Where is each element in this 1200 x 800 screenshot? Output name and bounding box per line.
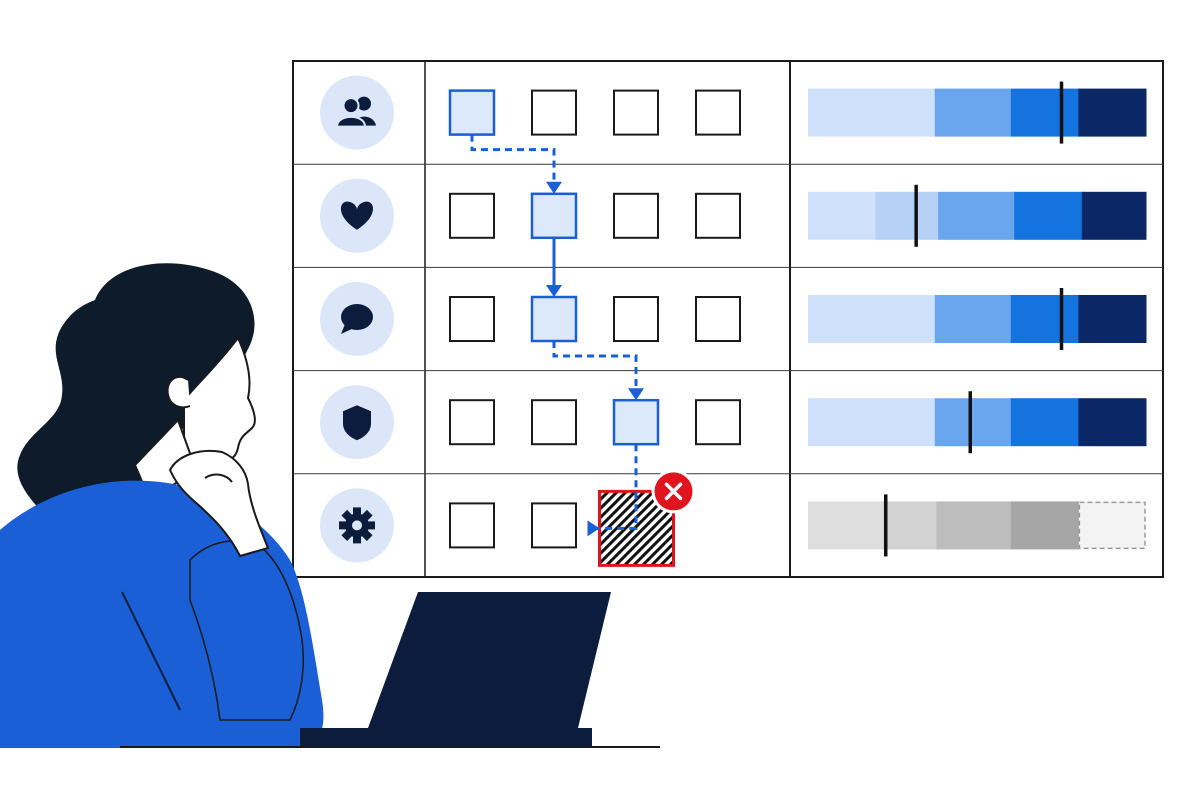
hair (17, 263, 255, 520)
gear-icon (320, 488, 394, 563)
step-cell (613, 192, 659, 239)
score-bar (808, 184, 1147, 247)
score-band (1010, 501, 1079, 550)
arrow-head (628, 388, 644, 401)
step-cell (695, 192, 741, 239)
score-bars (808, 81, 1147, 557)
score-band (1078, 398, 1147, 447)
step-cell (449, 502, 495, 549)
score-band (1010, 295, 1079, 343)
score-band (934, 88, 1012, 137)
hand (168, 450, 270, 558)
step-cell (531, 399, 577, 446)
ear (166, 375, 191, 409)
score-band (938, 191, 1015, 240)
step-cell-active (612, 398, 660, 446)
row-dividers (293, 163, 1163, 475)
step-cell (449, 192, 495, 239)
step-cell (613, 89, 659, 136)
laptop-base (300, 728, 592, 746)
arrow-head (546, 181, 562, 194)
score-band (1010, 398, 1079, 447)
step-cell-active (530, 192, 578, 240)
users-icon (320, 75, 394, 150)
score-band (934, 295, 1012, 343)
heart-icon (320, 178, 394, 253)
score-band (882, 501, 937, 550)
score-band (1081, 191, 1147, 240)
score-bar (808, 391, 1147, 454)
score-bar (808, 81, 1147, 144)
x-icon (651, 469, 696, 514)
flow-connector (587, 444, 638, 530)
step-cell (449, 296, 495, 342)
step-cell (695, 399, 741, 446)
finger-line (204, 473, 233, 483)
woman-figure (0, 263, 324, 748)
score-band-empty (1078, 501, 1146, 550)
sweater-fold (121, 591, 181, 711)
score-band (808, 191, 877, 240)
step-cell (449, 399, 495, 446)
score-band (1078, 88, 1147, 137)
score-band (808, 88, 936, 137)
step-cell (531, 89, 577, 136)
flow-connector (552, 341, 638, 389)
step-cell (695, 296, 741, 342)
arrow-head (587, 520, 600, 537)
score-band (808, 295, 936, 343)
score-bar (808, 494, 1146, 557)
step-cell (613, 296, 659, 342)
shield-icon (320, 385, 394, 460)
score-band (936, 501, 1012, 550)
step-cell (695, 89, 741, 136)
score-band (934, 398, 1012, 447)
row-icons (320, 75, 394, 563)
step-cell (531, 502, 577, 549)
score-band (808, 398, 936, 447)
score-band (1078, 295, 1147, 343)
score-band (875, 191, 939, 240)
score-band (808, 501, 883, 550)
step-cell-active (448, 89, 496, 136)
arrow-head (546, 285, 562, 297)
score-bar (808, 288, 1147, 350)
progress-panel (292, 60, 1164, 578)
laptop (120, 592, 660, 748)
score-band (1010, 88, 1079, 137)
flow-path (470, 134, 644, 537)
step-cell-active (530, 295, 578, 343)
laptop-screen (368, 592, 611, 728)
flow-connector (470, 134, 556, 182)
chat-icon (320, 282, 394, 356)
score-band (1014, 191, 1083, 240)
